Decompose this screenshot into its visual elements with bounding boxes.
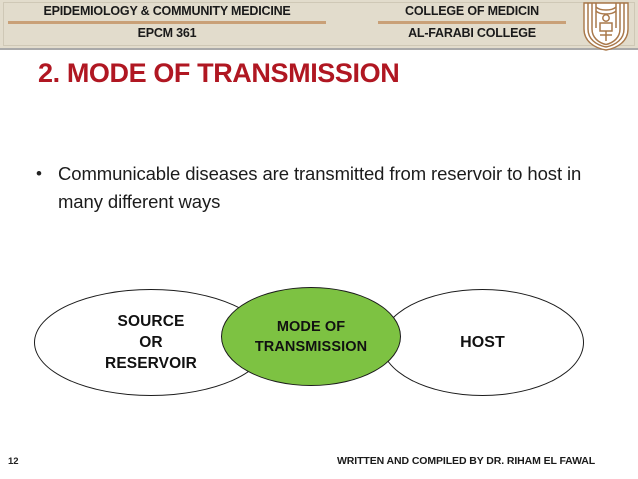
diagram-node-host-label: HOST: [460, 332, 505, 353]
bullet-text: Communicable diseases are transmitted fr…: [58, 163, 582, 212]
page-title: 2. MODE OF TRANSMISSION: [38, 58, 400, 88]
diagram-node-mode-of-transmission: MODE OF TRANSMISSION: [221, 287, 401, 386]
header-course-title: EPIDEMIOLOGY & COMMUNITY MEDICINE: [43, 4, 291, 18]
source-label-line-2: OR: [139, 334, 163, 351]
transmission-chain-diagram: SOURCE OR RESERVOIR HOST MODE OF TRANSMI…: [0, 270, 638, 410]
header-college-block: COLLEGE OF MEDICIN AL-FARABI COLLEGE: [372, 4, 572, 41]
header-right-accent-rule: [378, 21, 566, 24]
slide-header-band: EPIDEMIOLOGY & COMMUNITY MEDICINE EPCM 3…: [0, 0, 638, 50]
al-farabi-college-shield-logo-icon: [578, 1, 634, 51]
diagram-node-mode-label: MODE OF TRANSMISSION: [255, 317, 367, 357]
mode-label-line-1: MODE OF: [276, 318, 346, 335]
list-item: • Communicable diseases are transmitted …: [36, 160, 611, 216]
footer-credit: WRITTEN AND COMPILED BY DR. RIHAM EL FAW…: [337, 455, 596, 467]
source-label-line-1: SOURCE: [117, 313, 185, 330]
slide-page-number: 12: [8, 456, 19, 467]
bullet-marker-icon: •: [36, 164, 42, 183]
diagram-node-host: HOST: [381, 289, 584, 396]
header-college-subname: AL-FARABI COLLEGE: [408, 25, 536, 40]
host-label-line-1: HOST: [460, 334, 505, 351]
body-bullet-list: • Communicable diseases are transmitted …: [36, 160, 611, 216]
header-course-block: EPIDEMIOLOGY & COMMUNITY MEDICINE EPCM 3…: [8, 4, 326, 41]
mode-label-line-2: TRANSMISSION: [254, 338, 368, 355]
header-left-accent-rule: [8, 21, 326, 24]
header-college-name: COLLEGE OF MEDICIN: [405, 4, 539, 18]
source-label-line-3: RESERVOIR: [105, 355, 197, 372]
diagram-node-source-label: SOURCE OR RESERVOIR: [105, 311, 197, 374]
header-course-code: EPCM 361: [137, 25, 197, 40]
